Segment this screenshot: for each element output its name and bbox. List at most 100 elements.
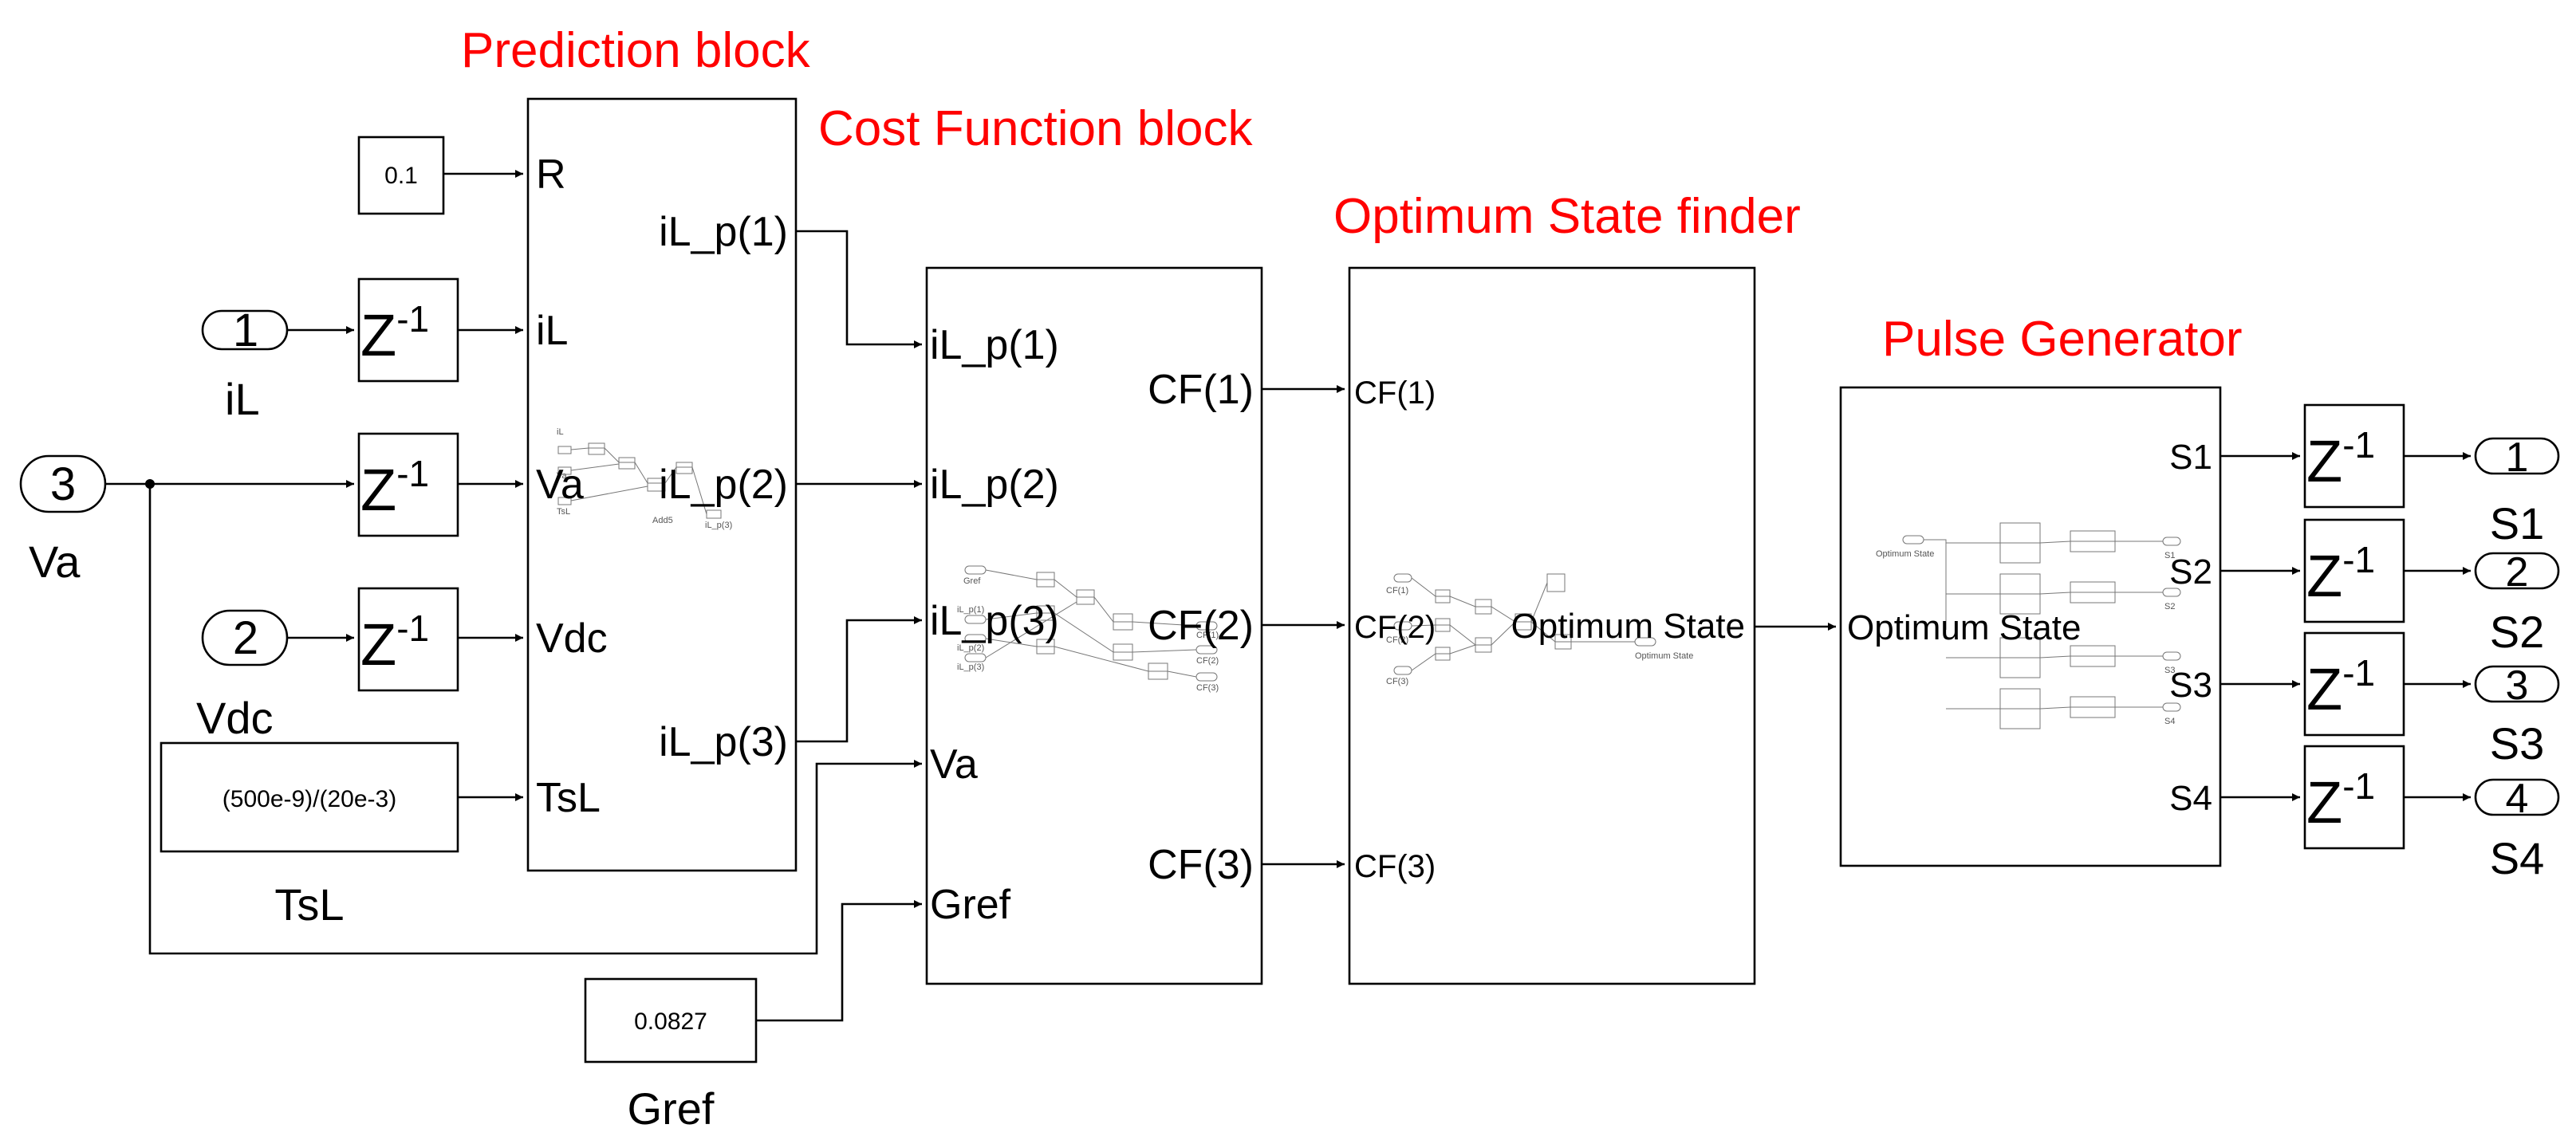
constant-r[interactable]: 0.1	[357, 136, 445, 215]
constant-gref-box[interactable]	[584, 977, 758, 1063]
constant-tsl-label: TsL	[274, 879, 344, 930]
outport-s1[interactable]: 1 S1	[2474, 434, 2560, 548]
outport-s2-shape[interactable]	[2474, 552, 2560, 590]
constant-gref-label: Gref	[628, 1083, 715, 1134]
wire-va-to-cost[interactable]	[148, 484, 922, 955]
cost-function-block[interactable]: Gref iL_p(1) iL_p(2) iL_p(3) CF(1) CF(2)…	[925, 266, 1263, 985]
cost-input-va: Va	[930, 741, 978, 788]
unit-delay-va-box[interactable]	[357, 432, 459, 537]
unit-delay-va-label: Z-1	[360, 453, 429, 523]
svg-text:Optimum State: Optimum State	[1635, 651, 1693, 661]
unit-delay-s2-box[interactable]	[2303, 518, 2405, 623]
svg-text:Va: Va	[557, 471, 568, 481]
unit-delay-il[interactable]: Z-1	[357, 277, 459, 383]
wire-ilp1[interactable]	[796, 230, 922, 348]
constant-gref[interactable]: 0.0827 Gref	[584, 977, 758, 1134]
outport-s3[interactable]: 3 S3	[2474, 662, 2560, 769]
cost-input-ilp2: iL_p(2)	[930, 462, 1059, 508]
constant-tsl-box[interactable]	[160, 741, 459, 853]
optimum-state-finder-header: Optimum State finder	[1333, 189, 1801, 244]
prediction-input-va: Va	[536, 462, 584, 508]
svg-text:S2: S2	[2164, 602, 2175, 611]
inport-il[interactable]: 1 iL	[201, 305, 289, 424]
unit-delay-vdc-box[interactable]	[357, 587, 459, 692]
unit-delay-vdc[interactable]: Z-1	[357, 587, 459, 692]
prediction-block-header: Prediction block	[461, 23, 811, 78]
inport-va-shape[interactable]	[19, 454, 107, 513]
outport-s3-label: S3	[2490, 718, 2545, 769]
inport-il-shape[interactable]	[201, 309, 289, 351]
wire-ilp3[interactable]	[796, 616, 922, 743]
constant-r-box[interactable]	[357, 136, 445, 215]
outport-s1-number: 1	[2506, 434, 2529, 481]
prediction-input-r: R	[536, 151, 566, 198]
unit-delay-il-label: Z-1	[360, 298, 429, 368]
outport-s1-label: S1	[2490, 498, 2545, 548]
constant-tsl-value: (500e-9)/(20e-3)	[223, 786, 396, 812]
svg-text:Optimum State: Optimum State	[1876, 549, 1934, 559]
svg-text:S3: S3	[2164, 666, 2175, 675]
wire-gref[interactable]	[756, 900, 922, 1022]
pulse-generator-block[interactable]: Optimum State S1 S2 S3 S4 Optimum State …	[1839, 386, 2222, 867]
unit-delay-s4-box[interactable]	[2303, 745, 2405, 850]
inport-va[interactable]: 3 Va	[19, 454, 107, 587]
unit-delay-s1-box[interactable]	[2303, 403, 2405, 509]
inport-va-label: Va	[29, 537, 81, 587]
svg-text:Add5: Add5	[652, 516, 673, 525]
optimum-state-finder-block[interactable]: CF(1) CF(2) CF(3) Optimum State CF(1) CF…	[1348, 266, 1756, 985]
inport-vdc[interactable]: 2 Vdc	[196, 609, 289, 743]
prediction-output-ilp3: iL_p(3)	[659, 719, 788, 765]
unit-delay-s4-label: Z-1	[2306, 765, 2375, 835]
outport-s1-shape[interactable]	[2474, 437, 2560, 475]
unit-delay-va[interactable]: Z-1	[357, 432, 459, 537]
cost-output-cf3: CF(3)	[1148, 842, 1254, 888]
svg-text:iL_p(2): iL_p(2)	[957, 643, 984, 653]
optimum-output-label: Optimum State	[1511, 607, 1745, 646]
pulse-output-s2: S2	[2169, 552, 2212, 592]
pulse-generator-block-box[interactable]	[1839, 386, 2222, 867]
outport-s3-shape[interactable]	[2474, 665, 2560, 703]
unit-delay-s3-label: Z-1	[2306, 652, 2375, 722]
pulse-thumbnail: Optimum State S1 S2 S3 S4	[1876, 522, 2181, 729]
svg-text:S1: S1	[2164, 551, 2175, 560]
svg-text:iL_p(1): iL_p(1)	[957, 605, 984, 615]
unit-delay-s3-box[interactable]	[2303, 631, 2405, 737]
cost-input-gref: Gref	[930, 882, 1011, 928]
inport-il-number: 1	[233, 305, 258, 356]
constant-tsl[interactable]: (500e-9)/(20e-3) TsL	[160, 741, 459, 930]
outport-s4-shape[interactable]	[2474, 778, 2560, 816]
svg-text:iL: iL	[557, 427, 564, 437]
outport-s2-number: 2	[2506, 549, 2529, 596]
unit-delay-s3[interactable]: Z-1	[2303, 631, 2405, 737]
svg-text:CF(1): CF(1)	[1386, 586, 1408, 596]
unit-delay-s1[interactable]: Z-1	[2303, 403, 2405, 509]
unit-delay-s2-label: Z-1	[2306, 539, 2375, 609]
inport-vdc-shape[interactable]	[201, 609, 289, 666]
unit-delay-s4[interactable]: Z-1	[2303, 745, 2405, 850]
prediction-input-tsl: TsL	[536, 775, 601, 821]
inport-vdc-number: 2	[233, 612, 258, 664]
outport-s3-number: 3	[2506, 662, 2529, 709]
unit-delay-vdc-label: Z-1	[360, 607, 429, 678]
prediction-input-vdc: Vdc	[536, 615, 608, 662]
svg-text:CF(3): CF(3)	[1196, 683, 1219, 693]
cost-function-block-header: Cost Function block	[818, 101, 1253, 156]
optimum-input-cf2: CF(2)	[1354, 610, 1436, 645]
unit-delay-il-box[interactable]	[357, 277, 459, 383]
optimum-input-cf3: CF(3)	[1354, 849, 1436, 884]
outport-s4[interactable]: 4 S4	[2474, 776, 2560, 883]
svg-text:CF(1): CF(1)	[1196, 631, 1219, 640]
unit-delay-s2[interactable]: Z-1	[2303, 518, 2405, 623]
cost-output-cf2: CF(2)	[1148, 603, 1254, 649]
svg-text:CF(2): CF(2)	[1196, 656, 1219, 666]
svg-text:TsL: TsL	[557, 507, 570, 517]
svg-text:iL_p(3): iL_p(3)	[957, 662, 984, 672]
outport-s4-number: 4	[2506, 776, 2529, 822]
svg-text:iL_p(3): iL_p(3)	[705, 521, 732, 530]
prediction-block[interactable]: iL Va TsL Add5 iL_p(3) R iL Va Vdc TsL i…	[526, 97, 798, 872]
prediction-output-ilp1: iL_p(1)	[659, 209, 788, 255]
signal-lines	[105, 170, 2471, 1022]
outport-s2[interactable]: 2 S2	[2474, 549, 2560, 657]
pulse-output-s4: S4	[2169, 779, 2212, 818]
